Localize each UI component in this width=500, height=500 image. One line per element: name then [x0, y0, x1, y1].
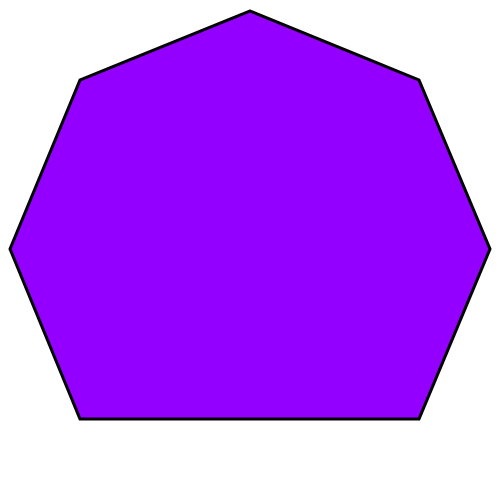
heptagon-shape — [8, 9, 492, 421]
